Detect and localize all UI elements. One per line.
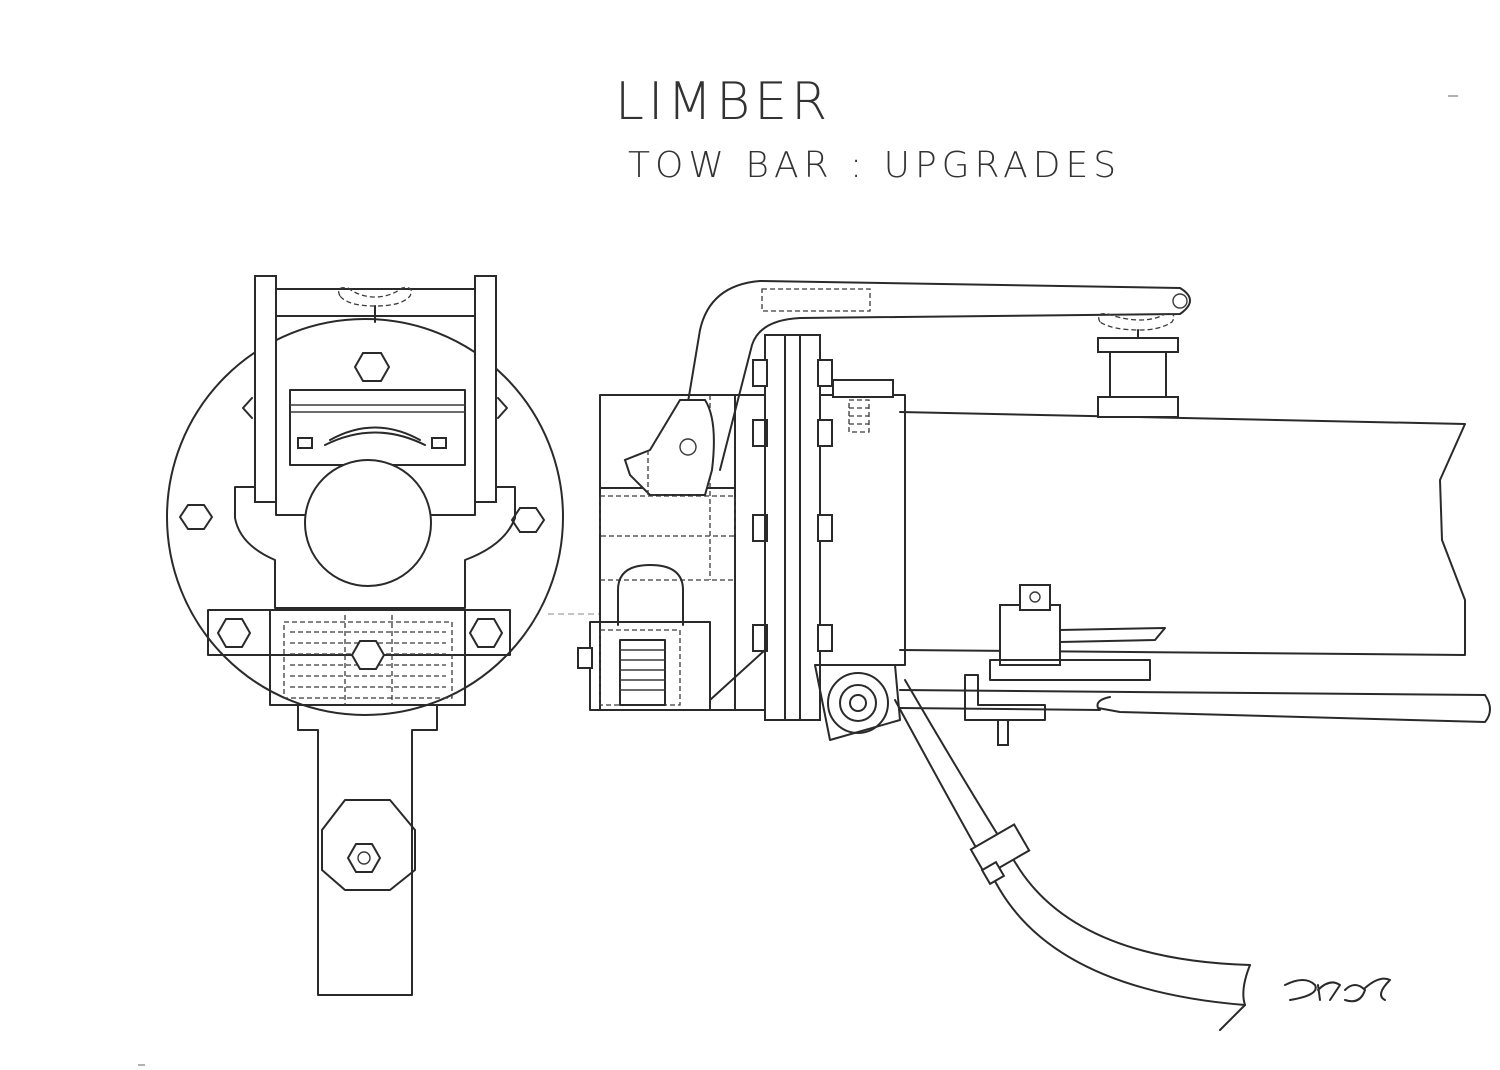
- tube-bracket: [234, 486, 516, 609]
- left-upright: [254, 275, 277, 503]
- left-lug: [242, 397, 253, 419]
- lever-arm: [679, 280, 1191, 471]
- pivot-latch: [623, 399, 715, 496]
- block-hex-nut: [350, 640, 386, 670]
- spool-base: [1097, 396, 1179, 418]
- tube-bore: [304, 459, 432, 587]
- spring-rod: [899, 689, 1491, 723]
- right-hex-nut: [510, 507, 546, 533]
- drag-arm-upper: [904, 679, 1251, 966]
- left-hex-nut: [178, 504, 214, 530]
- drawbar: [297, 704, 438, 996]
- plate-hex-right: [468, 618, 504, 648]
- right-lug: [497, 397, 508, 419]
- collar-hex-nut: [832, 379, 894, 398]
- top-wing-nut: [337, 287, 413, 307]
- tow-bar-tube: [899, 411, 1466, 656]
- drag-arm-clamp: [969, 823, 1031, 877]
- drawing-title: LIMBER: [615, 72, 832, 132]
- spool-top: [1097, 337, 1179, 353]
- clamp-pin-block: [999, 604, 1061, 666]
- top-hex-nut: [353, 352, 391, 382]
- end-view: [166, 275, 564, 996]
- hitch-jaw: [964, 674, 1046, 721]
- drawing-subtitle: TOW BAR : UPGRADES: [628, 145, 1122, 186]
- clamp-block: [289, 389, 466, 466]
- hub-disc: [166, 318, 564, 716]
- finned-block: [269, 609, 466, 706]
- flange-plate: [764, 334, 821, 721]
- drawbar-hex-nut: [346, 843, 382, 873]
- drag-arm-lower: [894, 699, 1246, 1006]
- spool-wing-nut: [1097, 313, 1175, 331]
- right-upright: [474, 275, 497, 503]
- spool-body: [1109, 351, 1167, 398]
- roller: [827, 672, 889, 734]
- signature: [1284, 977, 1391, 1003]
- side-view: [577, 280, 1491, 1031]
- arched-opening: [617, 564, 684, 626]
- drawbar-bracket: [321, 799, 416, 891]
- plate-hex-left: [216, 618, 252, 648]
- threaded-block: [589, 621, 711, 711]
- roller-bracket: [814, 664, 901, 741]
